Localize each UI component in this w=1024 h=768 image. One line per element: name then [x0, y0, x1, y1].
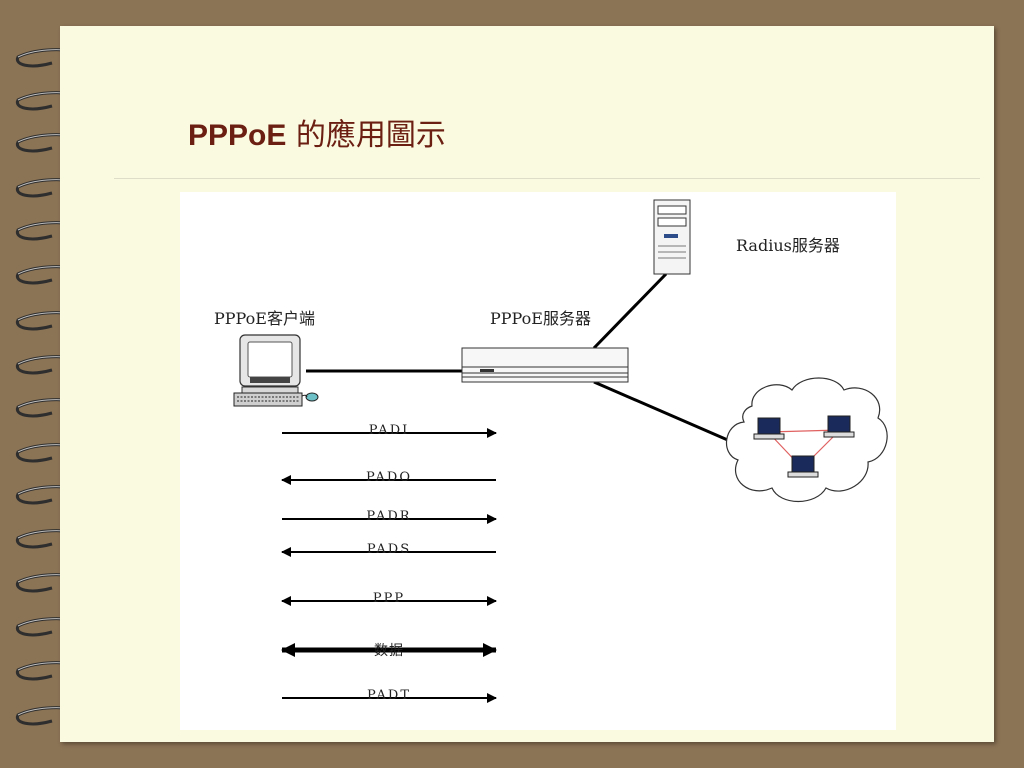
message-label: PADS	[366, 542, 412, 557]
message-label: 数据	[374, 643, 404, 659]
laptop-icon	[823, 415, 855, 438]
message-label: PPP	[372, 591, 406, 606]
laptop-icon	[753, 417, 785, 440]
pppoe-server-icon	[461, 347, 629, 383]
pppoe-diagram: PPPoE客户端 PPPoE服务器 Radius服务器 PADI PADO PADR…	[180, 192, 896, 730]
radius-server-icon	[653, 199, 691, 275]
laptop-icon	[787, 455, 819, 478]
server-label: PPPoE服务器	[490, 309, 591, 328]
message-label: PADT	[366, 688, 412, 703]
radius-label: Radius服务器	[736, 236, 840, 255]
client-label: PPPoE客户端	[214, 309, 315, 328]
title-divider	[114, 178, 980, 179]
message-label: PADI	[368, 423, 410, 438]
network-cloud-icon	[725, 377, 888, 502]
server-network-link	[593, 380, 731, 443]
slide-title: PPPoE 的應用圖示	[188, 110, 446, 154]
title-latin: PPPoE	[188, 119, 287, 152]
client-computer-icon	[233, 334, 319, 407]
message-label: PADR	[366, 509, 412, 524]
title-rest: 的應用圖示	[295, 118, 446, 153]
server-radius-link	[592, 272, 668, 350]
message-label: PADO	[365, 470, 413, 485]
